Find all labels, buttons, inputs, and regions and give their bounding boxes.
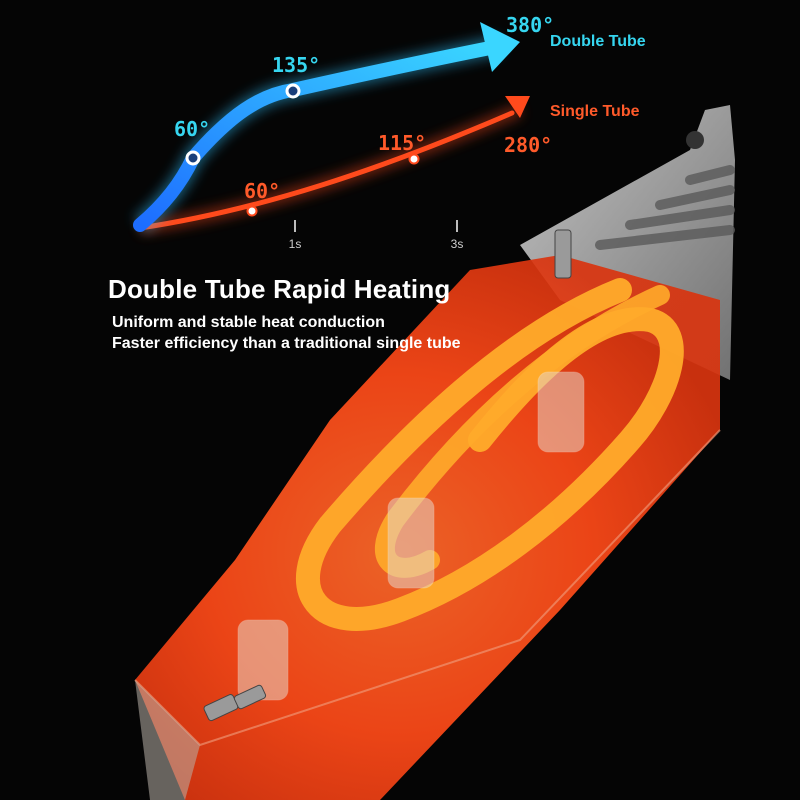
series-single-tube-line: [137, 110, 515, 231]
x-tick-label-1s: 1s: [289, 237, 302, 251]
single-point-1: [246, 205, 258, 217]
single-point-2: [408, 153, 420, 165]
single-label-115: 115°: [378, 131, 426, 155]
standoff-posts: [237, 371, 585, 701]
legend-double-tube: Double Tube: [550, 33, 646, 50]
double-point-1: [185, 150, 201, 166]
headline: Double Tube Rapid Heating: [108, 274, 451, 304]
bracket-slots: [595, 165, 735, 250]
double-label-60: 60°: [174, 117, 210, 141]
bracket-hole: [686, 131, 704, 149]
x-tick-label-3s: 3s: [451, 237, 464, 251]
temperature-chart: 1s 3s 60° 135° 380° 60° 115° 280° Double…: [129, 0, 646, 251]
double-tube-arrowhead: [480, 22, 520, 72]
legend-single-tube: Single Tube: [550, 103, 640, 120]
heating-tube: [295, 278, 684, 631]
double-label-380: 380°: [506, 13, 554, 37]
series-double-tube-line: [133, 41, 497, 232]
terminal-screws: [203, 229, 572, 722]
double-point-2: [285, 83, 301, 99]
chart-grid: [129, 0, 516, 222]
double-label-135: 135°: [272, 53, 320, 77]
single-label-60: 60°: [244, 179, 280, 203]
single-label-280: 280°: [504, 133, 552, 157]
single-tube-arrowhead: [505, 96, 530, 118]
subtitle-line-1: Uniform and stable heat conduction: [112, 314, 385, 331]
plate-bottom-face: [135, 680, 200, 800]
heater-plate: [134, 105, 735, 800]
subtitle-line-2: Faster efficiency than a traditional sin…: [112, 335, 461, 352]
